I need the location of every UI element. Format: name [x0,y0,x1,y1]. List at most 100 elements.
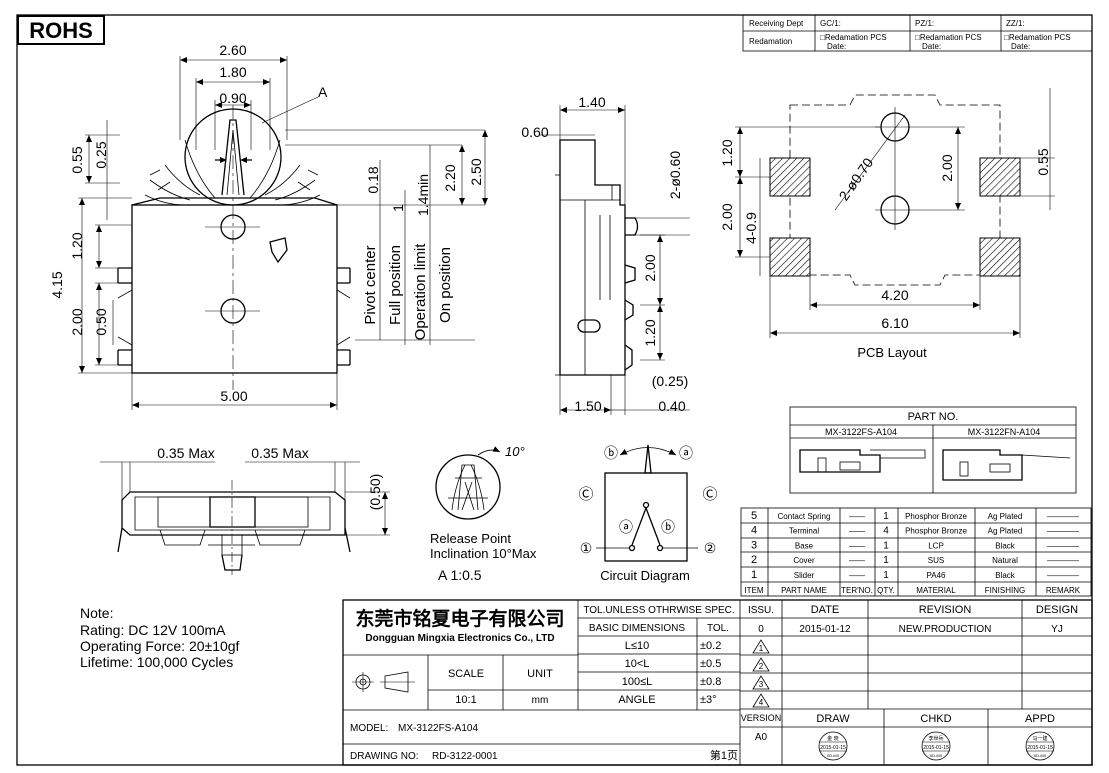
detail-angle: 10° [505,444,525,459]
dim-6-10: 6.10 [881,315,908,331]
revision-label: REVISION [919,604,972,616]
bom-cell: Ag Plated [988,527,1023,536]
dim-0-25: 0.25 [93,141,109,168]
rev-mark-3: 3 [759,680,764,689]
company-name-cn: 东莞市铭夏电子有限公司 [355,607,564,630]
zz-label: ZZ/1: [1006,19,1025,28]
rev-mark-4: 4 [759,698,764,707]
rev-mark-1: 1 [759,644,764,653]
chkd-stamp-date: 2015-01-15 [923,745,949,751]
dim-4-0-9: 4-0.9 [743,212,759,244]
label-pivot-center: Pivot center [362,245,379,324]
issu-label: ISSU. [748,605,774,616]
pcb-layout: 2-ø0.70 2.00 0.55 1.20 2.00 4-0.9 4.20 6… [719,88,1055,360]
bom-header-material: MATERIAL [916,586,956,595]
draw-label: DRAW [816,713,850,725]
bom-cell: 4 [751,525,757,537]
rev-mark-2: 2 [759,662,764,671]
tol-row-2-range: 10<L [625,658,650,670]
bom-cell: 5 [751,510,757,522]
dim-0-55: 0.55 [69,146,85,173]
redamation-label: Redamation [749,37,792,46]
page-number: 第1页 [710,748,738,762]
pcb-pad-br [979,237,1021,277]
dim-0-35-max-left: 0.35 Max [157,445,215,461]
rohs-box [17,15,105,45]
date-1: Date: [827,42,846,51]
switch-body [131,204,338,374]
draw-stamp-name: 金 晓 [827,735,838,742]
circuit-label-a-top: ⓐ [679,446,693,462]
notes-title: Note: [80,605,113,621]
tol-row-1-value: ±0.2 [700,640,721,652]
bom-header-finishing: FINISHING [985,586,1025,595]
dim-0-50: 0.50 [93,308,109,335]
bom-table [740,507,1092,597]
part-no-table: PART NO. MX-3122FS-A104 MX-3122FN-A104 [789,406,1077,494]
dim-1-40: 1.40 [578,94,605,110]
bom-cell: PA46 [927,571,947,580]
draw-stamp-date: 2015-01-15 [820,745,846,751]
side-view: 1.40 0.60 2-ø0.60 2.00 1.20 (0.25) 1.50 … [521,94,690,415]
dim-2-dia-0-60: 2-ø0.60 [667,151,683,199]
bom-cell: —— [849,541,865,550]
dim-1-20-pcb: 1.20 [719,139,735,166]
circuit-terminal-1: ① [580,541,593,557]
bom-header-item: ITEM [744,586,763,595]
draw-stamp-org: XD-MX [827,753,840,758]
dim-2-60: 2.60 [219,42,246,58]
dim-0-18: 0.18 [365,166,381,193]
label-operation-limit: Operation limit [412,243,429,341]
dim-4-15: 4.15 [49,271,65,298]
dim-0-35-max-right: 0.35 Max [251,445,309,461]
pcb-pad-tl [769,157,811,197]
appd-stamp: 马一建 2015-01-15 XD-MX [1025,731,1055,761]
circuit-label-b-top: ⓑ [604,446,618,462]
front-view: A 2.60 1.80 0.90 4.15 0.55 0.25 1.20 2.0… [49,42,488,410]
tol-row-4-range: ANGLE [618,694,655,706]
circuit-terminal-2: ② [704,541,717,557]
dim-0-50-bottom: (0.50) [367,474,383,511]
tol-row-4-value: ±3° [700,694,717,706]
bom-cell: ———— [1047,556,1079,565]
bom-cell: Terminal [789,527,819,536]
company-name-en: Dongguan Mingxia Electronics Co., LTD [365,633,554,644]
gc-label: GC/1: [820,19,841,28]
version-label: VERSION [741,713,782,723]
bom-cell: LCP [928,541,944,550]
circuit-label-a-mid: ⓐ [619,520,633,536]
detail-scale: A 1:0.5 [438,567,482,583]
bom-cell: 1 [883,555,889,566]
bom-cell: Base [795,541,814,550]
redamation-pcs-3: □Redamation PCS [1004,33,1071,42]
dim-2-50: 2.50 [468,158,484,185]
chkd-stamp: 李世兵 2015-01-15 XD-MX [921,731,951,761]
dim-2-00: 2.00 [69,308,85,335]
dim-1-80: 1.80 [219,64,246,80]
model-value: MX-3122FS-A104 [398,723,478,734]
note-rating: Rating: DC 12V 100mA [80,622,226,638]
title-block: 东莞市铭夏电子有限公司 Dongguan Mingxia Electronics… [342,599,1093,766]
tol-label: TOL. [707,623,729,634]
bom-header-qty: QTY. [877,586,895,595]
part-no-title: PART NO. [908,411,959,423]
bom-cell: Natural [992,556,1018,565]
note-lifetime: Lifetime: 100,000 Cycles [80,654,233,670]
label-full-position: Full position [387,245,404,325]
receiving-dept-label: Receiving Dept [749,19,804,28]
dim-2-dia-0-70: 2-ø0.70 [836,155,877,204]
detail-a: 10° Release Point Inclination 10°Max A 1… [430,444,537,583]
bom-cell: ———— [1047,541,1079,550]
bom-cell: 3 [751,539,757,551]
dim-0-25-side: (0.25) [652,373,689,389]
date-2: Date: [922,42,941,51]
pcb-layout-title: PCB Layout [857,345,927,360]
appd-label: APPD [1025,713,1055,725]
bom-header-remark: REMARK [1046,586,1081,595]
bom-cell: Ag Plated [988,512,1023,521]
redamation-pcs-1: □Redamation PCS [820,33,887,42]
unit-value: mm [532,695,549,706]
model-label: MODEL: [350,723,388,734]
